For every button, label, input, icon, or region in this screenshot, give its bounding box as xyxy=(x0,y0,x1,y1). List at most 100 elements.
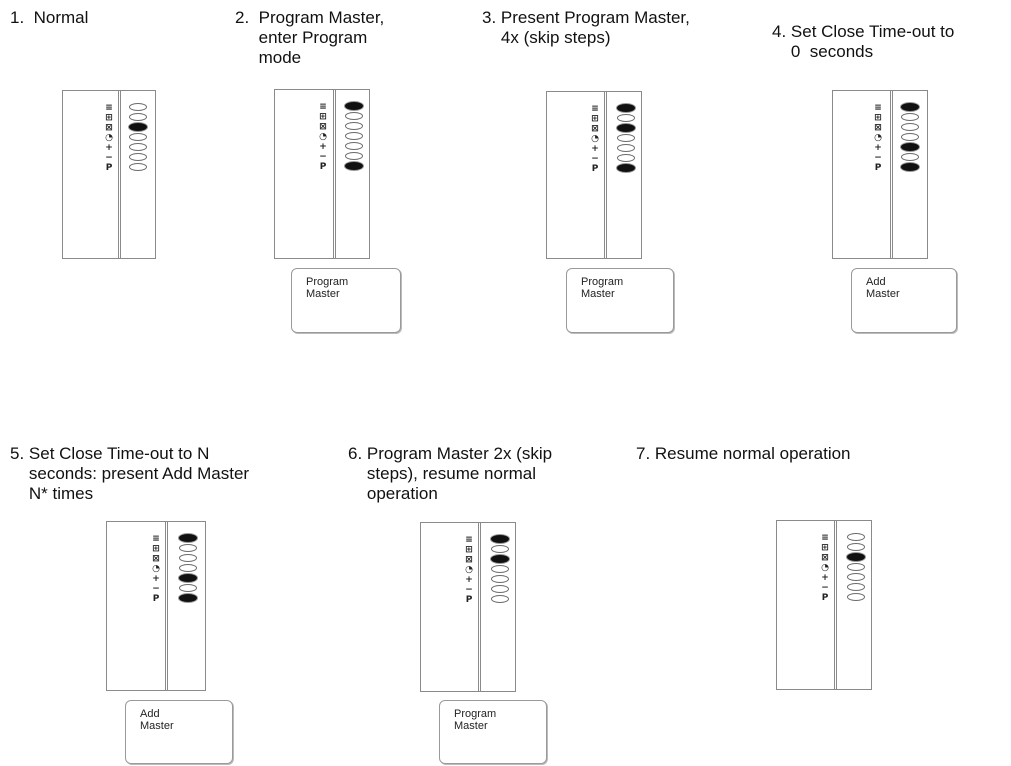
led-column xyxy=(901,101,921,173)
led-off xyxy=(345,142,363,150)
led-off xyxy=(345,112,363,120)
led-off xyxy=(847,573,865,581)
step-title: 1. Normal xyxy=(10,8,89,27)
led-off xyxy=(345,132,363,140)
box-icon: ⊠ xyxy=(591,124,599,134)
panel-divider xyxy=(165,522,168,690)
grid-icon: ⊞ xyxy=(152,544,160,554)
minus-icon: − xyxy=(105,153,113,163)
led-on xyxy=(847,553,865,561)
step-title: 6. Program Master 2x (skip steps), resum… xyxy=(348,444,553,503)
badge-label: Add Master xyxy=(140,708,174,732)
minus-icon: − xyxy=(465,585,473,595)
box-icon: ⊠ xyxy=(874,123,882,133)
led-off xyxy=(847,533,865,541)
status-icons: ≡⊞⊠◔+−P xyxy=(588,104,602,174)
panel-divider xyxy=(834,521,837,689)
status-icons: ≡⊞⊠◔+−P xyxy=(818,533,832,603)
plus-icon: + xyxy=(465,575,473,585)
keypad-panel: ≡⊞⊠◔+−P xyxy=(62,90,156,259)
grid-icon: ⊞ xyxy=(874,113,882,123)
rss-icon: ≡ xyxy=(152,534,160,544)
rss-icon: ≡ xyxy=(105,103,113,113)
minus-icon: − xyxy=(591,154,599,164)
p-icon: P xyxy=(465,595,473,605)
plus-icon: + xyxy=(874,143,882,153)
box-icon: ⊠ xyxy=(319,122,327,132)
led-on xyxy=(617,104,635,112)
step-title: 2. Program Master, enter Program mode xyxy=(235,8,385,67)
panel-divider xyxy=(333,90,336,258)
keypad-panel: ≡⊞⊠◔+−P xyxy=(274,89,370,259)
keypad-panel: ≡⊞⊠◔+−P xyxy=(832,90,928,259)
led-column xyxy=(491,533,511,605)
step-title: 5. Set Close Time-out to N seconds: pres… xyxy=(10,444,250,503)
p-icon: P xyxy=(821,593,829,603)
led-off xyxy=(129,143,147,151)
led-on xyxy=(617,164,635,172)
card-badge: Program Master xyxy=(291,268,401,333)
led-column xyxy=(179,532,199,604)
led-on xyxy=(179,574,197,582)
led-off xyxy=(179,554,197,562)
clock-icon: ◔ xyxy=(319,132,327,142)
clock-icon: ◔ xyxy=(821,563,829,573)
led-off xyxy=(847,583,865,591)
led-column xyxy=(847,531,867,603)
rss-icon: ≡ xyxy=(319,102,327,112)
keypad-panel: ≡⊞⊠◔+−P xyxy=(776,520,872,690)
led-off xyxy=(129,103,147,111)
led-off xyxy=(491,545,509,553)
led-off xyxy=(129,163,147,171)
led-off xyxy=(617,114,635,122)
clock-icon: ◔ xyxy=(152,564,160,574)
card-badge: Add Master xyxy=(851,268,957,333)
badge-label: Add Master xyxy=(866,276,900,300)
p-icon: P xyxy=(874,163,882,173)
led-on xyxy=(901,103,919,111)
keypad-panel: ≡⊞⊠◔+−P xyxy=(546,91,642,259)
led-off xyxy=(901,113,919,121)
step-title: 4. Set Close Time-out to 0 seconds xyxy=(772,22,955,61)
led-off xyxy=(847,563,865,571)
led-off xyxy=(491,575,509,583)
box-icon: ⊠ xyxy=(105,123,113,133)
plus-icon: + xyxy=(821,573,829,583)
status-icons: ≡⊞⊠◔+−P xyxy=(462,535,476,605)
clock-icon: ◔ xyxy=(465,565,473,575)
status-icons: ≡⊞⊠◔+−P xyxy=(871,103,885,173)
status-icons: ≡⊞⊠◔+−P xyxy=(149,534,163,604)
led-off xyxy=(179,584,197,592)
panel-divider xyxy=(890,91,893,258)
led-on xyxy=(491,535,509,543)
box-icon: ⊠ xyxy=(821,553,829,563)
led-off xyxy=(129,133,147,141)
led-off xyxy=(617,144,635,152)
p-icon: P xyxy=(319,162,327,172)
led-column xyxy=(617,102,637,174)
clock-icon: ◔ xyxy=(874,133,882,143)
rss-icon: ≡ xyxy=(821,533,829,543)
grid-icon: ⊞ xyxy=(465,545,473,555)
grid-icon: ⊞ xyxy=(591,114,599,124)
led-on xyxy=(617,124,635,132)
minus-icon: − xyxy=(319,152,327,162)
rss-icon: ≡ xyxy=(591,104,599,114)
led-off xyxy=(491,565,509,573)
led-off xyxy=(345,152,363,160)
status-icons: ≡⊞⊠◔+−P xyxy=(102,103,116,173)
led-off xyxy=(129,113,147,121)
plus-icon: + xyxy=(591,144,599,154)
minus-icon: − xyxy=(152,584,160,594)
badge-label: Program Master xyxy=(581,276,624,300)
badge-label: Program Master xyxy=(306,276,349,300)
card-badge: Add Master xyxy=(125,700,233,764)
led-off xyxy=(901,123,919,131)
led-on xyxy=(179,594,197,602)
rss-icon: ≡ xyxy=(874,103,882,113)
card-badge: Program Master xyxy=(439,700,547,764)
led-off xyxy=(129,153,147,161)
led-on xyxy=(129,123,147,131)
plus-icon: + xyxy=(105,143,113,153)
minus-icon: − xyxy=(874,153,882,163)
